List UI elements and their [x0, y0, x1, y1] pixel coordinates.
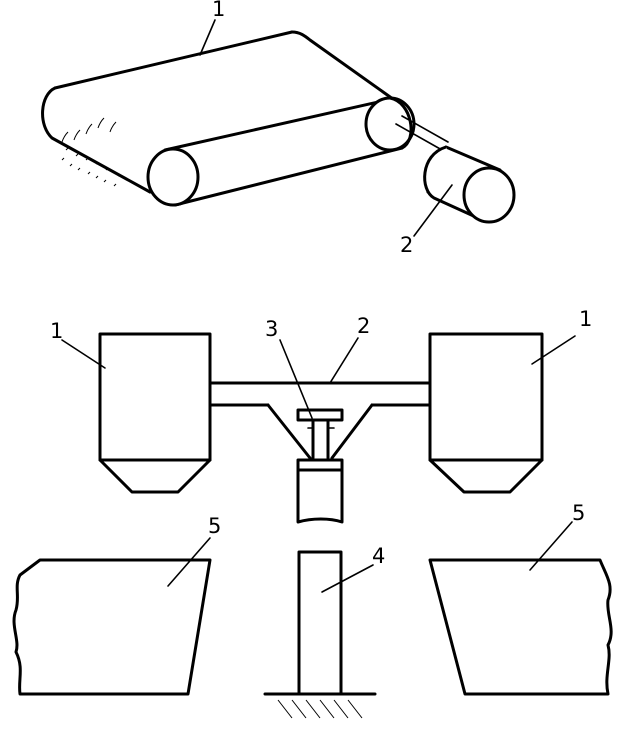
label-belt: 1: [212, 0, 225, 21]
leader-frame: [330, 338, 358, 383]
label-frame: 2: [357, 314, 370, 338]
conveyor-figure: 1 2: [43, 0, 514, 257]
press-figure: 1 1 2 3 4 5 5: [14, 307, 611, 718]
label-right-hopper: 1: [579, 307, 592, 331]
label-left-hopper: 1: [50, 319, 63, 343]
belt-left-curve: [43, 88, 150, 192]
leader-rod: [280, 340, 312, 418]
shading-dots: [62, 118, 120, 186]
left-hopper: [100, 334, 210, 492]
front-roller: [148, 149, 198, 205]
belt-right-side: [292, 32, 400, 104]
belt-bottom-edge: [175, 148, 402, 205]
column: [299, 552, 341, 694]
belt-top-edge-front: [165, 100, 387, 150]
right-plate: [430, 560, 611, 694]
label-left-plate: 5: [208, 514, 221, 538]
belt-top-edge-back: [55, 32, 292, 88]
label-column: 4: [372, 544, 385, 568]
motor-end: [464, 168, 514, 222]
right-hopper: [430, 334, 542, 492]
label-motor: 2: [400, 233, 413, 257]
label-right-plate: 5: [572, 501, 585, 525]
rod: [313, 420, 328, 458]
rod-cap: [298, 410, 342, 420]
left-plate: [14, 560, 210, 694]
base-hatch: [278, 700, 362, 718]
label-rod: 3: [265, 317, 278, 341]
